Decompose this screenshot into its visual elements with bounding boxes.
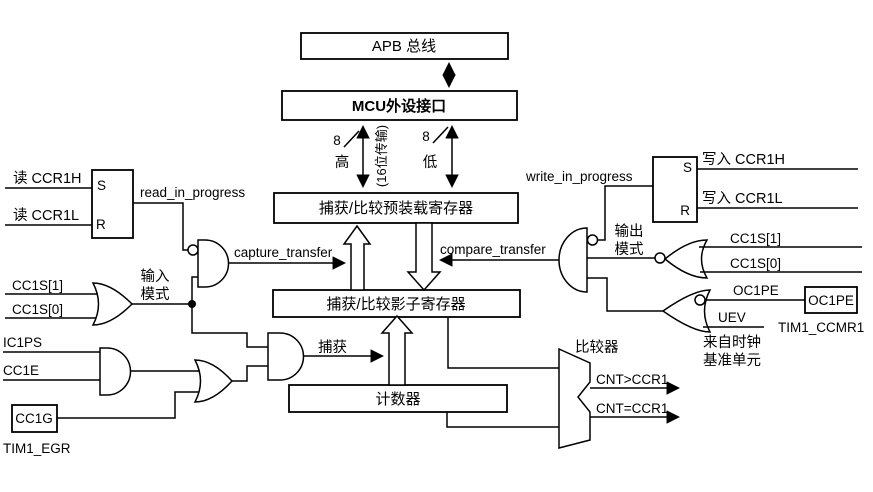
preload-register-box	[273, 192, 519, 224]
read-in-progress-label: read_in_progress	[140, 185, 245, 200]
cc1e-label: CC1E	[3, 363, 39, 378]
capture-transfer-label: capture_transfer	[234, 245, 333, 260]
input-mode-label-1: 输入	[141, 268, 170, 285]
comparator-shape	[558, 347, 591, 449]
write-flipflop-r: R	[680, 203, 690, 218]
output-gate-bubble	[586, 234, 599, 246]
input-mode-label-2: 模式	[141, 286, 170, 303]
uev-source-label-2: 基准单元	[703, 352, 761, 369]
capture-block-arrow	[380, 314, 414, 386]
apb-bus-label: APB 总线	[372, 38, 436, 55]
cc1s-nor-gate	[663, 239, 709, 279]
compare-transfer-block-arrow	[406, 222, 442, 292]
capture-signal-label: 捕获	[318, 339, 347, 356]
tim1-egr-label: TIM1_EGR	[3, 441, 71, 456]
compare-transfer-label: compare_transfer	[440, 242, 546, 257]
write-in-progress-label: write_in_progress	[525, 169, 633, 184]
transfer-16bit-note: (16位传输)	[374, 125, 389, 187]
preload-register-label: 捕获/比较预装载寄存器	[319, 199, 473, 217]
oc1pe-input-bubble	[694, 294, 706, 306]
comparator-label: 比较器	[575, 338, 619, 356]
capture-trigger-or-gate	[193, 359, 234, 403]
cnt-gt-ccr1-label: CNT>CCR1	[596, 372, 668, 387]
or-to-capture-gate-wire	[232, 365, 268, 382]
read-flipflop-r: R	[96, 217, 106, 232]
oc1pe-box	[804, 286, 858, 314]
cc1g-label: CC1G	[15, 411, 53, 426]
mcu-interface-box	[281, 90, 518, 121]
uev-source-label-1: 来自时钟	[703, 334, 761, 351]
write-ccr1h-label: 写入 CCR1H	[702, 152, 785, 168]
write-flipflop-box	[652, 156, 698, 223]
uev-or-to-gate-wire	[587, 277, 663, 312]
mcu-interface-label: MCU外设接口	[352, 97, 446, 115]
counter-to-comparator-wire	[446, 412, 559, 428]
high-byte-label: 高	[335, 154, 350, 171]
write-ccr1l-label: 写入 CCR1L	[702, 191, 783, 207]
tim1-ccmr1-label: TIM1_CCMR1	[778, 320, 864, 335]
apb-bus-box	[300, 32, 509, 60]
ic1ps-cc1e-and-gate	[99, 347, 132, 396]
nor-output-bubble	[654, 252, 666, 264]
counter-label: 计数器	[375, 391, 420, 408]
write-flipflop-s: S	[683, 160, 692, 175]
read-flipflop-box	[91, 169, 134, 239]
output-mode-label-2: 模式	[615, 241, 644, 258]
input-mode-or-gate	[91, 282, 134, 326]
capture-and-gate	[197, 239, 230, 288]
cc1s0-right-label: CC1S[0]	[730, 256, 781, 271]
ic1ps-label: IC1PS	[3, 335, 42, 350]
shadow-register-label: 捕获/比较影子寄存器	[326, 295, 465, 313]
write-in-progress-wire	[598, 185, 653, 241]
output-mode-and-gate	[558, 227, 588, 293]
low-byte-label: 低	[423, 154, 438, 171]
capture-gate-bubble	[187, 244, 199, 256]
input-mode-to-gate-wire	[191, 276, 198, 304]
low-byte-width-tick	[432, 126, 449, 144]
cnt-eq-ccr1-label: CNT=CCR1	[596, 401, 668, 416]
cc1g-wire	[57, 391, 202, 419]
read-flipflop-s: S	[97, 178, 106, 193]
capture-transfer-block-arrow	[342, 224, 372, 291]
cc1s1-left-label: CC1S[1]	[12, 278, 63, 293]
output-mode-label-1: 输出	[615, 223, 644, 240]
low-byte-width-label: 8	[422, 129, 430, 144]
capture-signal-and-gate	[267, 332, 305, 381]
read-ccr1h-label: 读 CCR1H	[13, 170, 81, 187]
junction-to-capture-gate-wire	[191, 304, 268, 348]
cc1s1-right-label: CC1S[1]	[730, 231, 781, 246]
high-byte-width-label: 8	[333, 133, 341, 148]
cc1s0-left-label: CC1S[0]	[12, 302, 63, 317]
shadow-to-comparator-wire	[447, 317, 559, 369]
oc1pe-box-label: OC1PE	[808, 293, 854, 308]
oc1pe-signal-label: OC1PE	[733, 283, 779, 298]
read-in-progress-wire	[133, 202, 188, 251]
uev-label: UEV	[718, 310, 746, 325]
high-byte-width-tick	[343, 130, 360, 148]
read-ccr1l-label: 读 CCR1L	[13, 207, 79, 224]
